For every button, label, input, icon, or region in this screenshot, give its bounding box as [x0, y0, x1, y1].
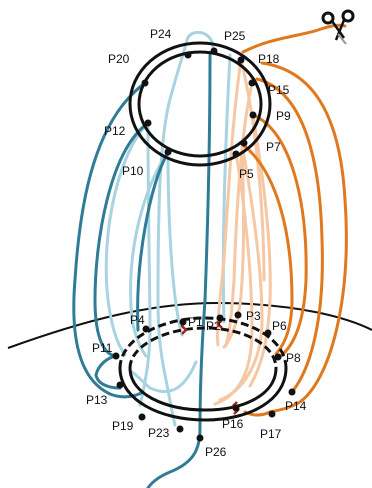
dot-p9 — [249, 111, 257, 119]
strand-lb-4 — [166, 150, 184, 337]
label-p26: P26 — [205, 445, 227, 459]
strand-lo-3 — [222, 142, 246, 349]
strand-lo-1 — [215, 58, 243, 347]
strand-dt-5 — [94, 354, 122, 390]
dot-p1 — [179, 318, 187, 326]
label-p23: P23 — [148, 426, 170, 440]
strand-lo-4 — [218, 142, 264, 402]
dot-p14 — [288, 388, 296, 396]
dot-p18 — [237, 56, 245, 64]
label-p1: P1 — [188, 315, 203, 329]
light-blue-strands — [104, 30, 232, 427]
label-p13: P13 — [86, 393, 108, 407]
label-p14: P14 — [285, 399, 307, 413]
strand-dt-2 — [93, 121, 150, 358]
strand-lb-2 — [104, 121, 150, 357]
label-p8: P8 — [286, 351, 301, 365]
dark-teal-strands — [72, 53, 212, 488]
label-p24: P24 — [150, 27, 172, 41]
dot-p5 — [232, 150, 240, 158]
orange-strands — [240, 23, 348, 417]
label-p9: P9 — [276, 109, 291, 123]
strand-lb-1 — [156, 30, 215, 427]
label-p4: P4 — [130, 313, 145, 327]
dot-p10 — [164, 148, 172, 156]
top-ring-inner — [137, 50, 263, 158]
strand-or-2 — [260, 61, 348, 414]
dot-p12 — [144, 119, 152, 127]
dot-p4 — [142, 325, 150, 333]
dot-p23 — [176, 425, 184, 433]
bottom-ring-inner-back — [128, 326, 278, 369]
label-p3: P3 — [246, 309, 261, 323]
dot-p25 — [210, 47, 218, 55]
dot-p26 — [196, 434, 204, 442]
strand-lb-3 — [129, 150, 170, 358]
strand-lb-7 — [130, 360, 198, 393]
strand-dt-1 — [72, 81, 147, 399]
label-p5: P5 — [239, 167, 254, 181]
strand-or-1 — [241, 23, 347, 54]
bottom-ring-outer-front — [118, 367, 288, 422]
strand-or-5 — [240, 142, 294, 356]
dot-p24 — [184, 51, 192, 59]
bottom-ring-outer-back — [118, 316, 288, 369]
label-p25: P25 — [224, 29, 246, 43]
dot-p13 — [116, 381, 124, 389]
dot-p2 — [216, 314, 224, 322]
strand-lo-7 — [239, 58, 266, 282]
anchor-points — [112, 47, 296, 442]
bottom-ring — [118, 316, 288, 422]
strand-dt-3 — [146, 53, 212, 488]
label-p11: P11 — [92, 341, 113, 355]
label-p6: P6 — [272, 319, 287, 333]
strand-lo-2 — [224, 86, 253, 348]
dot-p11 — [112, 352, 120, 360]
dot-p17 — [268, 410, 276, 418]
light-orange-strands — [213, 58, 272, 406]
top-ring-outer — [128, 41, 272, 167]
dot-p7 — [240, 139, 248, 147]
label-p12: P12 — [104, 124, 126, 138]
label-p19: P19 — [112, 419, 134, 433]
label-p2: P2 — [206, 319, 221, 333]
strand-lb-6 — [221, 53, 232, 324]
scissors-icon — [321, 9, 355, 45]
strand-lb-5 — [138, 121, 152, 407]
label-p17: P17 — [260, 427, 282, 441]
bottom-ring-inner-front — [128, 367, 278, 412]
label-p7: P7 — [266, 140, 281, 154]
dot-p6 — [264, 329, 272, 337]
strand-dt-4 — [136, 150, 170, 332]
dot-p20 — [141, 79, 149, 87]
dot-p3 — [234, 311, 242, 319]
point-labels: P24 P25 P20 P18 P15 P9 P12 P7 P10 P5 P1 … — [86, 27, 307, 459]
dot-p16 — [232, 404, 240, 412]
strand-lo-5 — [213, 151, 254, 406]
dot-p8 — [274, 353, 282, 361]
top-ring — [128, 41, 272, 167]
strand-or-4 — [251, 113, 308, 360]
strand-or-3 — [255, 77, 324, 394]
label-p10: P10 — [122, 164, 144, 178]
label-p18: P18 — [258, 52, 280, 66]
dot-p15 — [248, 79, 256, 87]
label-p20: P20 — [108, 52, 130, 66]
dot-p19 — [138, 413, 146, 421]
label-p15: P15 — [268, 83, 290, 97]
label-p16: P16 — [222, 417, 244, 431]
